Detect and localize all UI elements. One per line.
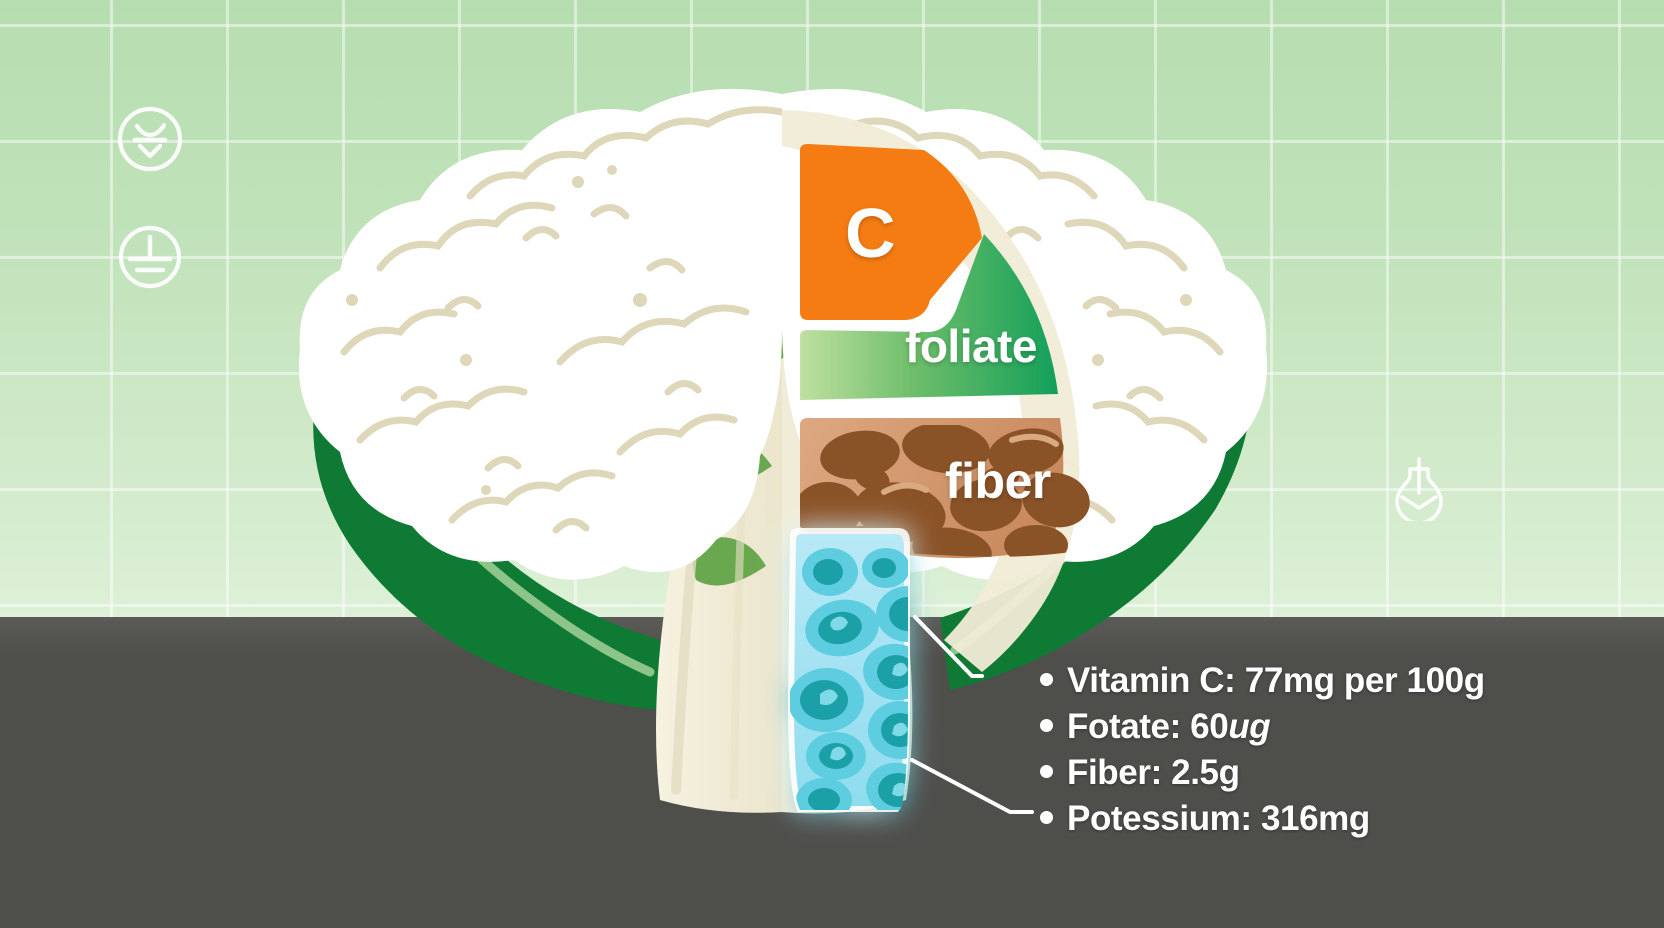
chevron-down-circle-icon xyxy=(117,106,183,172)
florets-left xyxy=(298,88,786,580)
fiber-texture xyxy=(800,425,1090,557)
callout-item-folate: Fotate: 60ug xyxy=(1040,704,1640,750)
wedge-folate xyxy=(800,234,1058,400)
callout-text: Fiber: 2.5g xyxy=(1067,753,1240,792)
bullet-icon xyxy=(1040,719,1053,732)
callout-text: Vitamin C: 77mg per 100g xyxy=(1067,661,1485,700)
leader-line-vitamin-c xyxy=(913,615,984,678)
cell-texture xyxy=(790,548,908,810)
bullet-icon xyxy=(1040,765,1053,778)
callout-item-fiber: Fiber: 2.5g xyxy=(1040,750,1640,796)
bullet-icon xyxy=(1040,673,1053,686)
wedge-vitamin-c xyxy=(800,144,982,320)
leader-line-potassium xyxy=(910,758,1034,814)
bullet-icon xyxy=(1040,811,1053,824)
wedge-fiber xyxy=(800,418,1090,559)
cell-column xyxy=(788,528,910,812)
callout-text: Potessium: 316mg xyxy=(1067,799,1370,838)
leader-lines xyxy=(910,615,1034,814)
flask-icon xyxy=(1388,455,1450,521)
nutrition-callout-list: Vitamin C: 77mg per 100g Fotate: 60ug Fi… xyxy=(1040,658,1640,842)
callout-item-potassium: Potessium: 316mg xyxy=(1040,796,1640,842)
callout-text: Fotate: 60ug xyxy=(1067,707,1271,746)
callout-item-vitamin-c: Vitamin C: 77mg per 100g xyxy=(1040,658,1640,704)
ground-symbol-circle-icon xyxy=(117,224,183,290)
